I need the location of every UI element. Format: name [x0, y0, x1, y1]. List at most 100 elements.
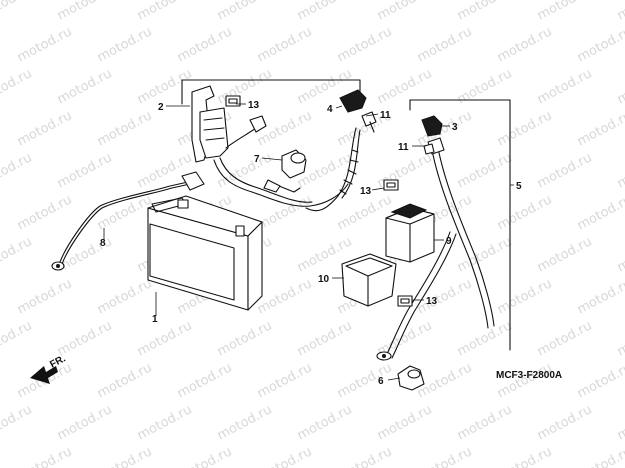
watermark-text: motod.ru: [255, 24, 315, 65]
callout-battery-fuse-box: 2: [158, 102, 164, 113]
watermark-text: motod.ru: [615, 0, 625, 24]
watermark-text: motod.ru: [375, 0, 435, 24]
watermark-text: motod.ru: [375, 402, 435, 443]
watermark-text: motod.ru: [55, 150, 115, 191]
watermark-text: motod.ru: [215, 402, 275, 443]
watermark-text: motod.ru: [535, 402, 595, 443]
watermark-text: motod.ru: [255, 360, 315, 401]
watermark-text: motod.ru: [455, 234, 515, 275]
watermark-text: motod.ru: [535, 150, 595, 191]
watermark-text: motod.ru: [335, 444, 395, 468]
diagram-code: MCF3-F2800A: [496, 370, 562, 381]
watermark-text: motod.ru: [55, 402, 115, 443]
watermark-text: motod.ru: [295, 318, 355, 359]
watermark-text: motod.ru: [175, 360, 235, 401]
battery: [147, 195, 263, 311]
callout-fuse-middle: 13: [360, 186, 372, 197]
watermark-text: motod.ru: [615, 234, 625, 275]
group-bracket: [181, 79, 361, 105]
watermark-text: motod.ru: [15, 192, 75, 233]
watermark-text: motod.ru: [95, 108, 155, 149]
watermark-text: motod.ru: [495, 192, 555, 233]
bolt-lower: [423, 143, 435, 155]
watermark-text: motod.ru: [415, 108, 475, 149]
watermark-text: motod.ru: [55, 0, 115, 24]
watermark-text: motod.ru: [0, 66, 35, 107]
watermark-text: motod.ru: [255, 108, 315, 149]
watermark-text: motod.ru: [295, 402, 355, 443]
watermark-text: motod.ru: [55, 234, 115, 275]
watermark-text: motod.ru: [215, 66, 275, 107]
callout-relay-cover: 10: [318, 274, 330, 285]
watermark-text: motod.ru: [575, 444, 625, 468]
watermark-text: motod.ru: [455, 402, 515, 443]
watermark-text: motod.ru: [95, 276, 155, 317]
watermark-text: motod.ru: [495, 276, 555, 317]
watermark-text: motod.ru: [15, 444, 75, 468]
watermark-text: motod.ru: [215, 0, 275, 24]
callout-cable-cover-left: 4: [327, 104, 333, 115]
watermark-text: motod.ru: [575, 192, 625, 233]
cap: [263, 149, 307, 193]
watermark-text: motod.ru: [535, 234, 595, 275]
fuse-lower: [397, 295, 413, 307]
fuse-middle: [383, 179, 399, 191]
watermark-text: motod.ru: [615, 66, 625, 107]
leader-lines: [103, 103, 514, 381]
watermark-text: motod.ru: [255, 192, 315, 233]
watermark-text: motod.ru: [415, 360, 475, 401]
watermark-text: motod.ru: [175, 444, 235, 468]
watermark-text: motod.ru: [215, 318, 275, 359]
watermark-text: motod.ru: [15, 108, 75, 149]
watermark-text: motod.ru: [455, 150, 515, 191]
watermark-text: motod.ru: [495, 108, 555, 149]
callout-bolt-lower: 11: [398, 142, 409, 153]
cable-cover-right: [421, 115, 443, 137]
watermark-text: motod.ru: [0, 0, 35, 24]
watermark-text: motod.ru: [535, 66, 595, 107]
watermark-text: motod.ru: [295, 0, 355, 24]
callout-labels: 2 13 4 11 7 3 11 5 13 9 10 13 6 8 1: [100, 100, 522, 387]
watermark-text: motod.ru: [55, 66, 115, 107]
watermark-text: motod.ru: [15, 24, 75, 65]
cable-bracket: [409, 99, 511, 351]
positive-cable: [51, 171, 205, 271]
watermark-text: motod.ru: [0, 150, 35, 191]
callout-fuse-lower: 13: [426, 296, 438, 307]
watermark-text: motod.ru: [375, 66, 435, 107]
watermark-text: motod.ru: [455, 0, 515, 24]
watermark-text: motod.ru: [0, 318, 35, 359]
watermark-text: motod.ru: [175, 24, 235, 65]
callout-cable-cover-right: 3: [452, 122, 458, 133]
watermark-text: motod.ru: [135, 0, 195, 24]
callout-cap: 7: [254, 154, 260, 165]
callout-terminal-cover: 6: [378, 376, 384, 387]
relay-cover: [341, 253, 397, 307]
watermark-text: motod.ru: [575, 108, 625, 149]
watermark-text: motod.ru: [615, 318, 625, 359]
watermark-text: motod.ru: [455, 318, 515, 359]
watermark-text: motod.ru: [0, 402, 35, 443]
callout-fuse-upper: 13: [248, 100, 260, 111]
watermark-text: motod.ru: [575, 24, 625, 65]
watermark-text: motod.ru: [135, 402, 195, 443]
callout-bolt-upper: 11: [380, 110, 391, 121]
cable-cover-left: [339, 89, 367, 113]
watermark-text: motod.ru: [55, 318, 115, 359]
front-arrow-icon: [30, 366, 58, 384]
callout-battery: 1: [152, 314, 158, 325]
watermark-text: motod.ru: [535, 0, 595, 24]
harness-to-relay: [305, 127, 361, 212]
watermark-text: motod.ru: [615, 402, 625, 443]
watermark-text: motod.ru: [415, 24, 475, 65]
callout-positive-cable: 8: [100, 238, 106, 249]
callout-relay-holder: 9: [446, 236, 452, 247]
watermark-text: motod.ru: [135, 318, 195, 359]
watermark-text: motod.ru: [0, 234, 35, 275]
fuse-box: [191, 85, 349, 207]
negative-cable: [376, 137, 495, 361]
watermark-text: motod.ru: [95, 444, 155, 468]
watermark-text: motod.ru: [455, 66, 515, 107]
watermark-text: motod.ru: [535, 318, 595, 359]
